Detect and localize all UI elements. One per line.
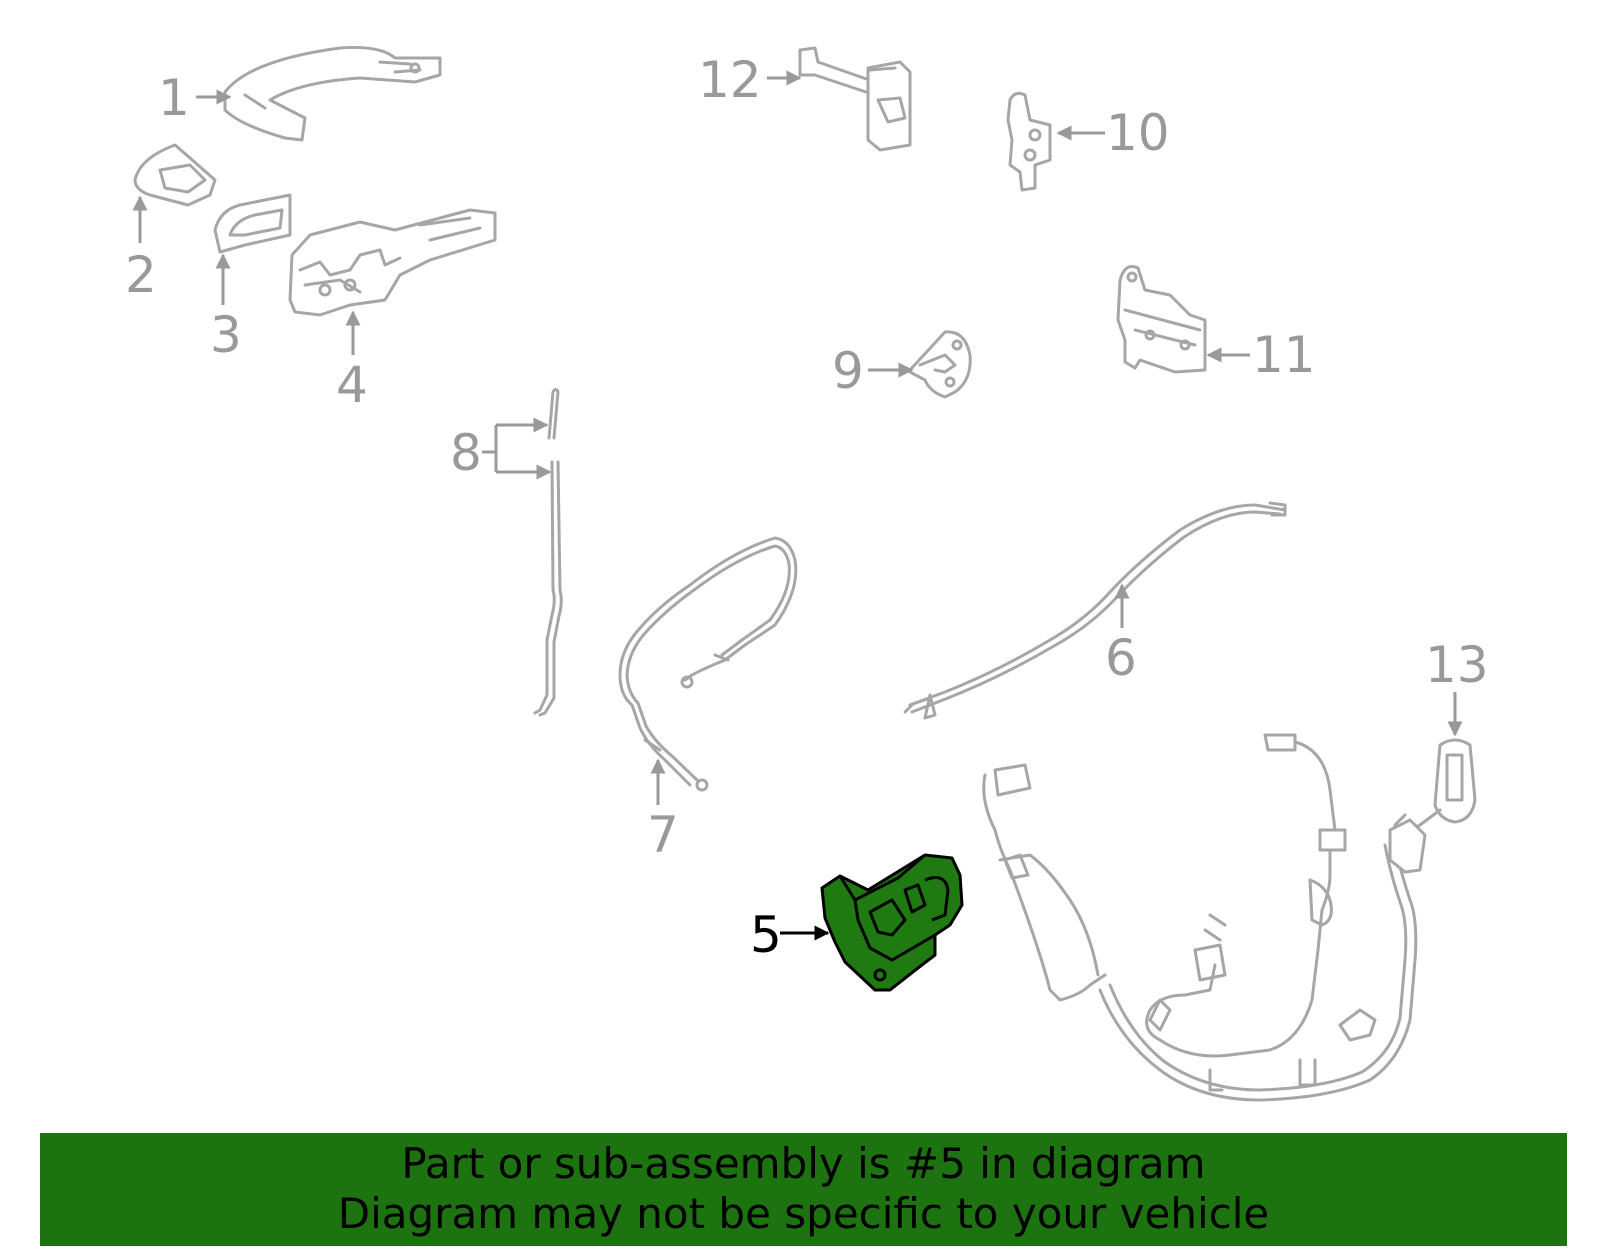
part-1-outside-handle <box>223 46 442 142</box>
part-13-harness <box>982 733 1477 1102</box>
part-9-striker <box>908 330 972 399</box>
leader-8 <box>482 425 498 472</box>
callout-5: 5 <box>750 906 782 964</box>
callout-6: 6 <box>1105 629 1137 687</box>
callout-9: 9 <box>832 342 864 400</box>
part-7-cable <box>618 536 798 792</box>
part-10-actuator <box>1006 91 1052 192</box>
callout-4: 4 <box>336 356 368 414</box>
callout-2: 2 <box>125 246 157 304</box>
banner-line-1: Part or sub-assembly is #5 in diagram <box>401 1139 1206 1188</box>
part-5-door-latch[interactable] <box>820 853 964 992</box>
callout-13: 13 <box>1425 636 1489 694</box>
part-8-rods <box>533 388 563 717</box>
part-2-cap <box>133 143 217 207</box>
part-11-hinge <box>1116 265 1207 374</box>
callout-10: 10 <box>1106 104 1170 162</box>
info-banner: Part or sub-assembly is #5 in diagram Di… <box>40 1133 1567 1246</box>
part-6-cable <box>903 501 1287 720</box>
callout-8: 8 <box>450 424 482 482</box>
callout-3: 3 <box>210 306 242 364</box>
callout-1: 1 <box>158 69 190 127</box>
part-4-handle-frame <box>288 208 497 317</box>
banner-line-2: Diagram may not be specific to your vehi… <box>337 1189 1270 1238</box>
callout-11: 11 <box>1252 326 1316 384</box>
parts-diagram: 1 2 3 4 5 6 7 8 9 10 11 12 13 <box>125 46 1489 1102</box>
part-12-door-check <box>798 46 912 152</box>
callout-12: 12 <box>698 51 762 109</box>
callout-7: 7 <box>647 806 679 864</box>
part-3-gasket <box>213 193 292 254</box>
